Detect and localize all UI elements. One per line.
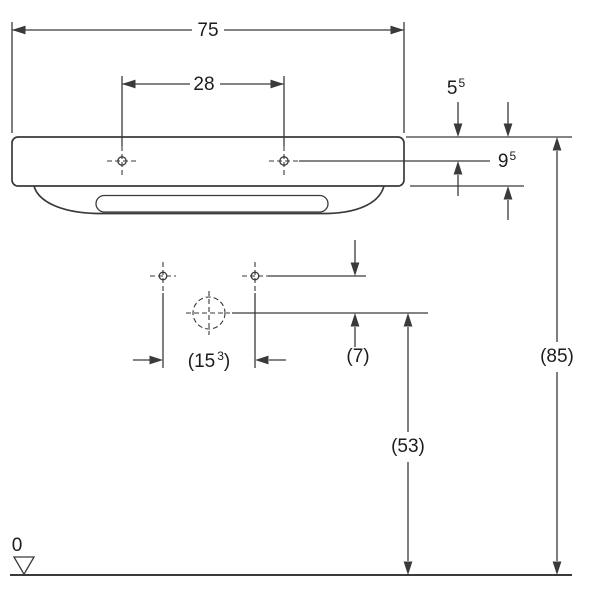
tap-hole-left [107, 146, 137, 176]
arrow-down-icon [552, 561, 562, 575]
basin-inner-edge [95, 194, 329, 213]
arrow-right-icon [270, 79, 284, 89]
arrow-down-icon [453, 123, 463, 137]
arrow-up-icon [453, 161, 463, 175]
dim-edge-to-taphole-label: 55 [447, 76, 466, 99]
dim-overall-width-label: 75 [197, 20, 218, 41]
datum-zero-label: 0 [12, 535, 23, 556]
dim-outlet-height-label: (53) [391, 436, 425, 457]
dim-edge-to-taphole: 55 [447, 76, 466, 196]
basin-bowl [33, 185, 385, 215]
arrow-down-icon [403, 561, 413, 575]
arrow-right-icon [390, 25, 404, 35]
hole-icon [117, 156, 127, 166]
dim-taphole-spacing-label: 28 [193, 74, 214, 95]
hole-icon [158, 271, 168, 281]
fixing-hole-left [150, 262, 176, 291]
fixing-hole-right [242, 262, 268, 291]
arrow-up-icon [552, 137, 562, 151]
hole-icon [279, 156, 289, 166]
dim-offset: (7) [268, 240, 370, 367]
dim-floor-height: (85) [540, 137, 574, 575]
outlet-circle [192, 296, 226, 330]
arrow-up-icon [350, 313, 360, 327]
dim-floor-height-label: (85) [540, 346, 574, 367]
reference-lines-right [299, 136, 572, 187]
arrow-down-icon [503, 123, 513, 137]
arrow-left-icon [12, 25, 26, 35]
dim-offset-label: (7) [346, 346, 369, 367]
dim-overall-width: 75 [11, 20, 405, 133]
washbasin-outline [11, 136, 405, 215]
arrow-right-icon [149, 355, 163, 365]
floor-datum: 0 [10, 535, 572, 576]
outlet-hole [186, 291, 230, 335]
arrow-left-icon [122, 79, 136, 89]
dim-taphole-spacing: 28 [121, 74, 285, 146]
dim-rim-height: 95 [498, 102, 517, 220]
arrow-up-icon [403, 313, 413, 327]
dim-rim-height-label: 95 [498, 149, 517, 172]
tap-hole-right [269, 146, 299, 176]
arrow-down-icon [350, 262, 360, 276]
hole-icon [250, 271, 260, 281]
datum-triangle-icon [12, 556, 36, 576]
arrow-left-icon [255, 355, 269, 365]
arrow-up-icon [503, 186, 513, 200]
dim-outlet-height: (53) [232, 312, 428, 575]
